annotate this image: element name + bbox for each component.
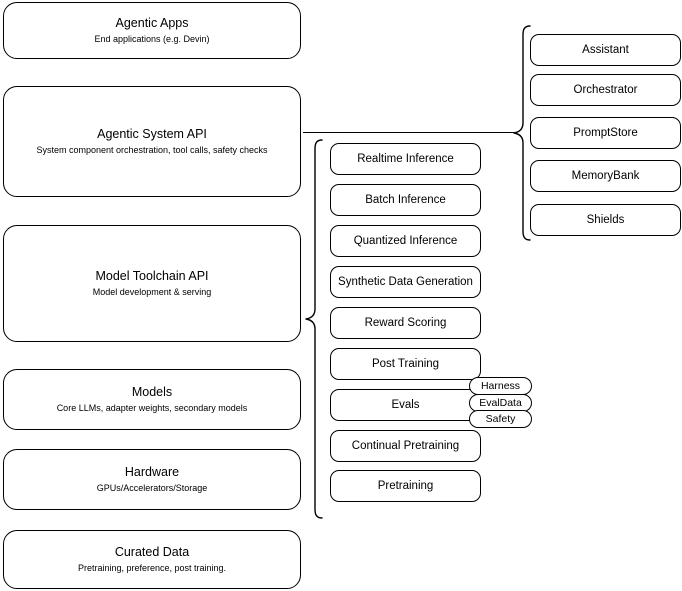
capability-realtime-inference[interactable]: Realtime Inference [330, 143, 481, 175]
layer-title: Hardware [124, 464, 180, 479]
capability-label: Reward Scoring [364, 317, 447, 329]
connector-agentic-system-to-components [303, 132, 514, 134]
capability-label: Evals [391, 399, 420, 411]
capability-label: Realtime Inference [357, 153, 454, 165]
component-label: MemoryBank [571, 170, 640, 182]
layer-subtitle: Model development & serving [92, 287, 212, 298]
capability-label: Synthetic Data Generation [338, 276, 473, 288]
layer-title: Models [131, 384, 173, 399]
component-label: Assistant [582, 44, 629, 56]
capability-label: Pretraining [377, 480, 434, 492]
capability-label: Post Training [371, 358, 440, 370]
eval-badge-label: Safety [485, 413, 516, 425]
capability-quantized-inference[interactable]: Quantized Inference [330, 225, 481, 257]
layer-title: Curated Data [114, 544, 190, 559]
brace-toolchain-capabilities [305, 139, 323, 519]
component-promptstore[interactable]: PromptStore [530, 117, 681, 149]
layer-curated-data[interactable]: Curated Data Pretraining, preference, po… [3, 530, 301, 589]
capability-continual-pretraining[interactable]: Continual Pretraining [330, 430, 481, 462]
layer-agentic-system-api[interactable]: Agentic System API System component orch… [3, 86, 301, 197]
component-shields[interactable]: Shields [530, 204, 681, 236]
layer-agentic-apps[interactable]: Agentic Apps End applications (e.g. Devi… [3, 2, 301, 59]
capability-synthetic-data-generation[interactable]: Synthetic Data Generation [330, 266, 481, 298]
capability-evals[interactable]: Evals [330, 389, 481, 421]
layer-subtitle: End applications (e.g. Devin) [94, 34, 210, 45]
capability-pretraining[interactable]: Pretraining [330, 470, 481, 502]
layer-subtitle: Core LLMs, adapter weights, secondary mo… [56, 403, 248, 414]
component-orchestrator[interactable]: Orchestrator [530, 74, 681, 106]
eval-badge-label: Harness [480, 380, 521, 392]
capability-label: Continual Pretraining [351, 440, 460, 452]
component-memorybank[interactable]: MemoryBank [530, 160, 681, 192]
brace-agentic-components [513, 25, 531, 241]
component-label: Shields [586, 214, 625, 226]
capability-post-training[interactable]: Post Training [330, 348, 481, 380]
capability-label: Quantized Inference [353, 235, 458, 247]
component-label: Orchestrator [573, 84, 638, 96]
eval-badge-label: EvalData [479, 397, 522, 409]
layer-title: Agentic Apps [115, 15, 189, 30]
layer-hardware[interactable]: Hardware GPUs/Accelerators/Storage [3, 449, 301, 510]
layer-subtitle: GPUs/Accelerators/Storage [96, 483, 208, 494]
layer-subtitle: System component orchestration, tool cal… [36, 145, 268, 156]
layer-model-toolchain-api[interactable]: Model Toolchain API Model development & … [3, 225, 301, 342]
layer-subtitle: Pretraining, preference, post training. [77, 563, 227, 574]
capability-reward-scoring[interactable]: Reward Scoring [330, 307, 481, 339]
layer-title: Agentic System API [97, 126, 207, 141]
eval-badge-safety[interactable]: Safety [469, 410, 532, 428]
layer-title: Model Toolchain API [95, 268, 209, 283]
layer-models[interactable]: Models Core LLMs, adapter weights, secon… [3, 369, 301, 430]
capability-batch-inference[interactable]: Batch Inference [330, 184, 481, 216]
component-assistant[interactable]: Assistant [530, 34, 681, 66]
capability-label: Batch Inference [365, 194, 446, 206]
component-label: PromptStore [573, 127, 638, 139]
eval-badge-harness[interactable]: Harness [469, 377, 532, 395]
